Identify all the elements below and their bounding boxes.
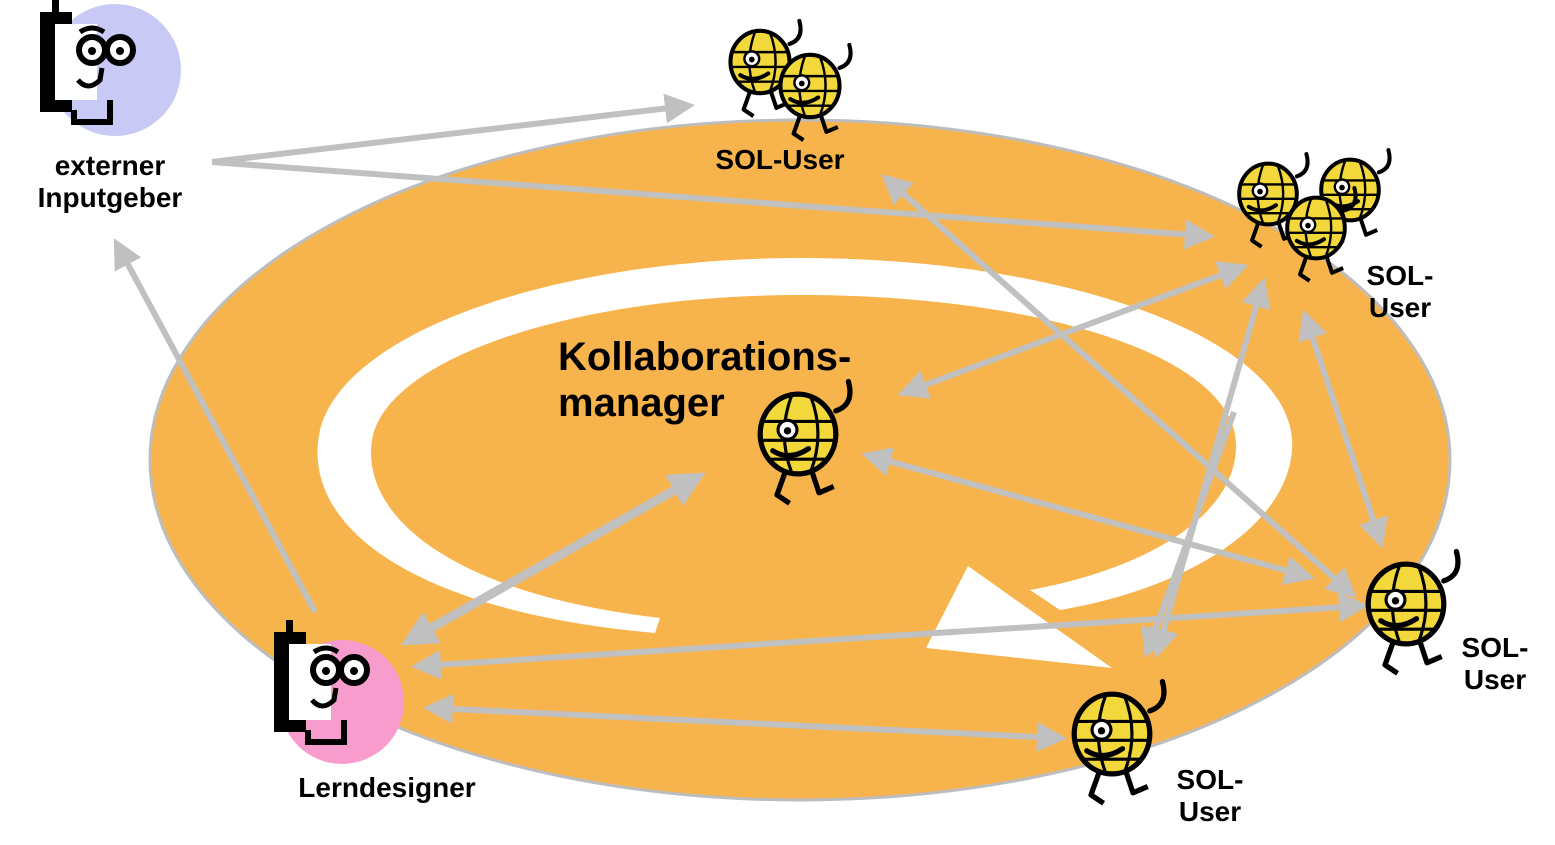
connection-arrows: [113, 93, 1388, 752]
external-input-giver-icon: [40, 0, 181, 136]
label-sol-bottom-line1: SOL-: [1176, 764, 1244, 795]
arrow-sol-right-top-sol-bottom-a: [1149, 277, 1271, 659]
label-sol-user-right-top: SOL- User: [1340, 260, 1460, 324]
label-sol-bottom-line2: User: [1178, 796, 1242, 828]
label-designer: Lerndesigner: [262, 772, 512, 804]
label-manager-line2: manager: [558, 381, 725, 425]
arrow-sol-right-top-sol-right: [1298, 309, 1388, 549]
label-external-line2: Inputgeber: [37, 182, 183, 214]
arrow-external-to-sol-top: [211, 93, 695, 165]
label-sol-right-line2: User: [1463, 664, 1527, 696]
label-sol-right-top-line1: SOL-: [1366, 260, 1434, 291]
arrow-designer-sol-bottom: [423, 694, 1067, 752]
label-manager-line1: Kollaborations-: [558, 335, 852, 379]
label-sol-right-line1: SOL-: [1461, 632, 1529, 663]
label-external-line1: externer: [54, 150, 166, 181]
label-sol-user-right: SOL- User: [1435, 632, 1555, 696]
arrow-sol-right-top-sol-bottom-b: [1141, 410, 1237, 659]
arrow-designer-to-external: [113, 238, 318, 614]
label-sol-user-bottom: SOL- User: [1150, 764, 1270, 828]
label-sol-right-top-line2: User: [1368, 292, 1432, 324]
label-external: externer Inputgeber: [0, 150, 220, 214]
label-sol-top-text: SOL-User: [715, 144, 845, 175]
label-sol-user-top: SOL-User: [690, 144, 870, 176]
arrow-sol-top-sol-right: [881, 174, 1357, 598]
learn-designer-icon: [274, 620, 404, 764]
label-manager: Kollaborations- manager: [558, 334, 851, 426]
label-designer-text: Lerndesigner: [298, 772, 476, 803]
